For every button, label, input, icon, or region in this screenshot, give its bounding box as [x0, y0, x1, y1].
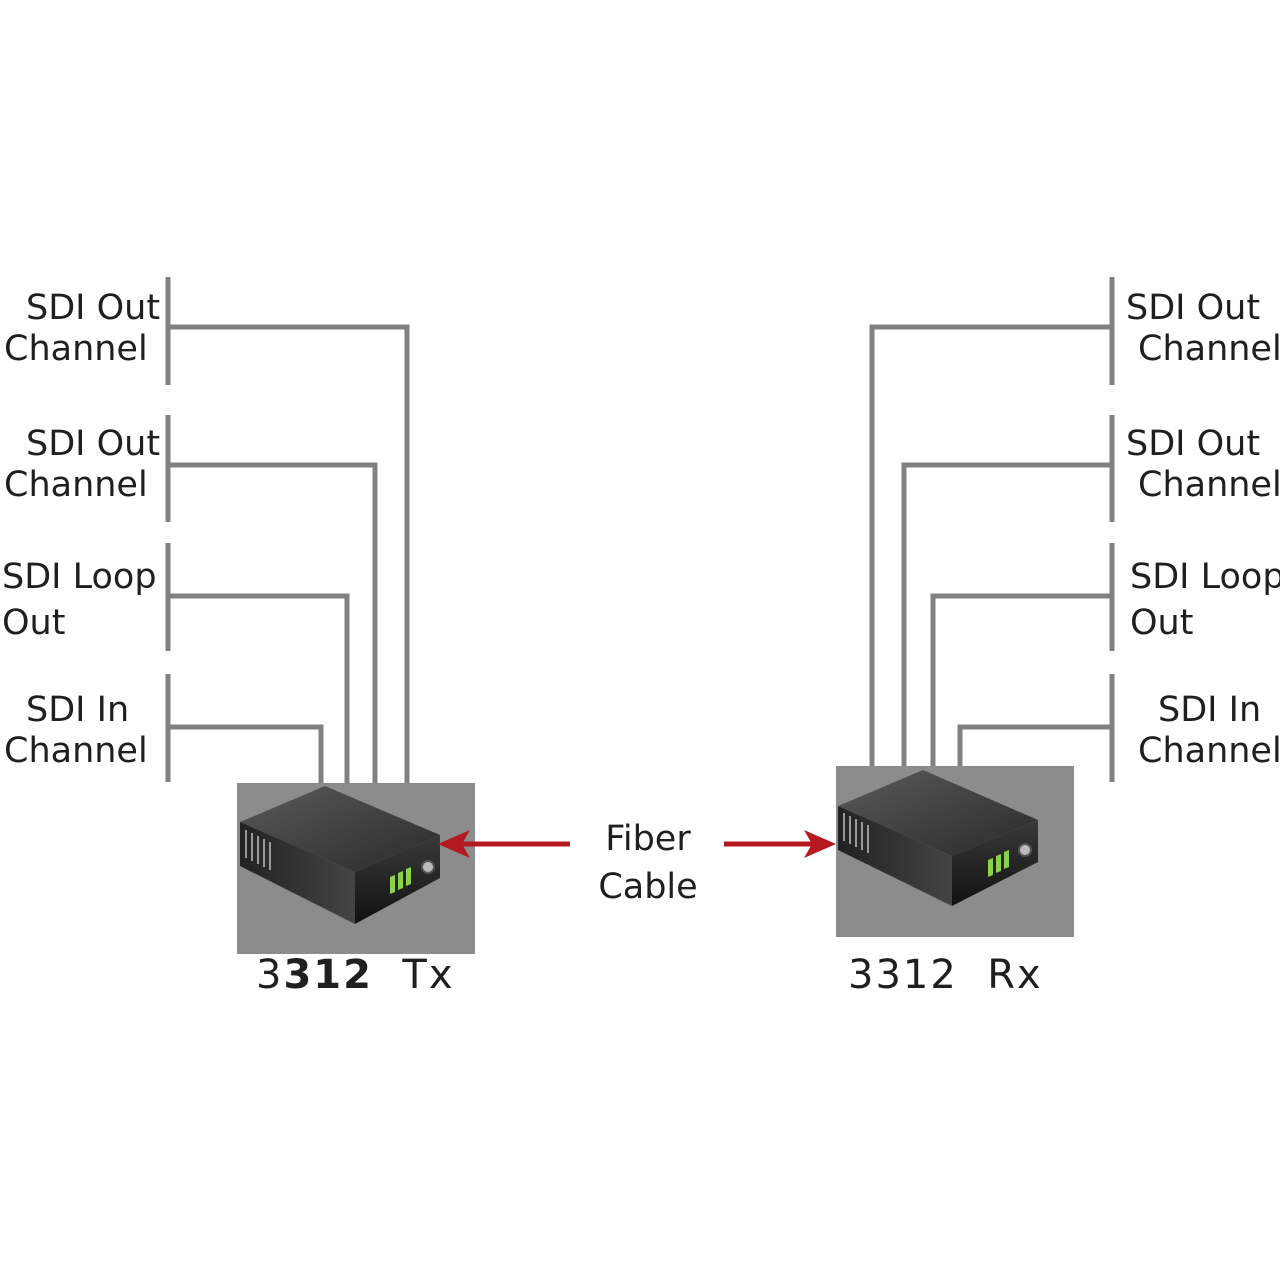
rx-device — [836, 766, 1074, 937]
tx-device-name: 3312 Tx — [256, 952, 455, 998]
tx-device-box-icon — [240, 786, 440, 924]
tx-wire-1 — [168, 324, 410, 826]
fiber-cable-label: Fiber Cable — [598, 819, 698, 907]
tx-device — [237, 783, 475, 954]
rx-port-label-2: SDI Out Channel — [1126, 424, 1280, 505]
tx-port-label-3: SDI Loop Out — [2, 557, 157, 643]
rx-port-label-4: SDI In Channel — [1138, 690, 1280, 771]
rx-wire-3 — [930, 593, 1112, 768]
rx-port-label-3: SDI Loop Out — [1130, 557, 1280, 643]
rx-device-name: 3312 Rx — [848, 952, 1043, 998]
tx-port-label-2: SDI Out Channel — [4, 424, 161, 505]
tx-port-label-4: SDI In Channel — [4, 690, 148, 771]
tx-port-label-1: SDI Out Channel — [4, 288, 161, 369]
rx-connector-icon — [1018, 843, 1032, 857]
rx-port-label-1: SDI Out Channel — [1126, 288, 1280, 369]
tx-wire-2 — [168, 462, 378, 812]
tx-connector-icon — [421, 860, 435, 874]
rx-wire-4 — [957, 724, 1112, 785]
fiber-arrow-right-icon — [724, 830, 836, 858]
rx-wires — [869, 324, 1112, 790]
tx-wire-3 — [168, 593, 350, 800]
tx-led-icon — [390, 867, 411, 894]
rx-led-icon — [988, 850, 1009, 877]
tx-wire-4 — [168, 724, 324, 788]
fiber-arrow-left-icon — [438, 830, 570, 858]
rx-wire-2 — [901, 462, 1112, 775]
tx-wires — [168, 324, 410, 826]
rx-wire-1 — [869, 324, 1112, 790]
rx-device-box-icon — [838, 770, 1038, 906]
